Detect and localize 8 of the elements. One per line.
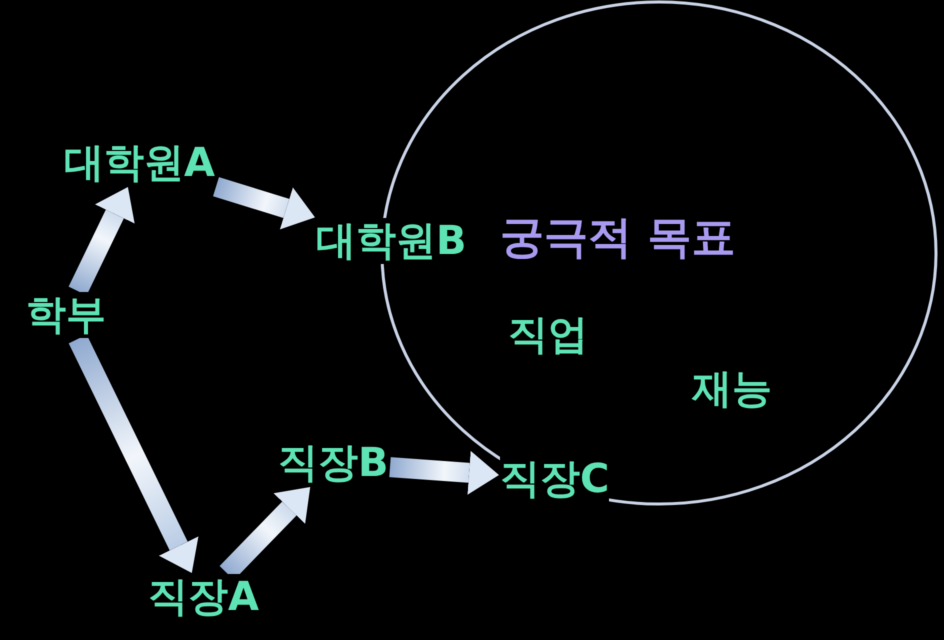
arrow	[389, 450, 499, 495]
circle-text: 직업	[508, 312, 588, 358]
goal-heading: 궁극적 목표	[500, 215, 736, 261]
circle-text: 재능	[692, 366, 772, 412]
node-label: 학부	[26, 292, 106, 338]
node-label: 직장A	[148, 574, 259, 620]
node-label: 대학원B	[316, 218, 466, 264]
arrow	[213, 177, 315, 230]
